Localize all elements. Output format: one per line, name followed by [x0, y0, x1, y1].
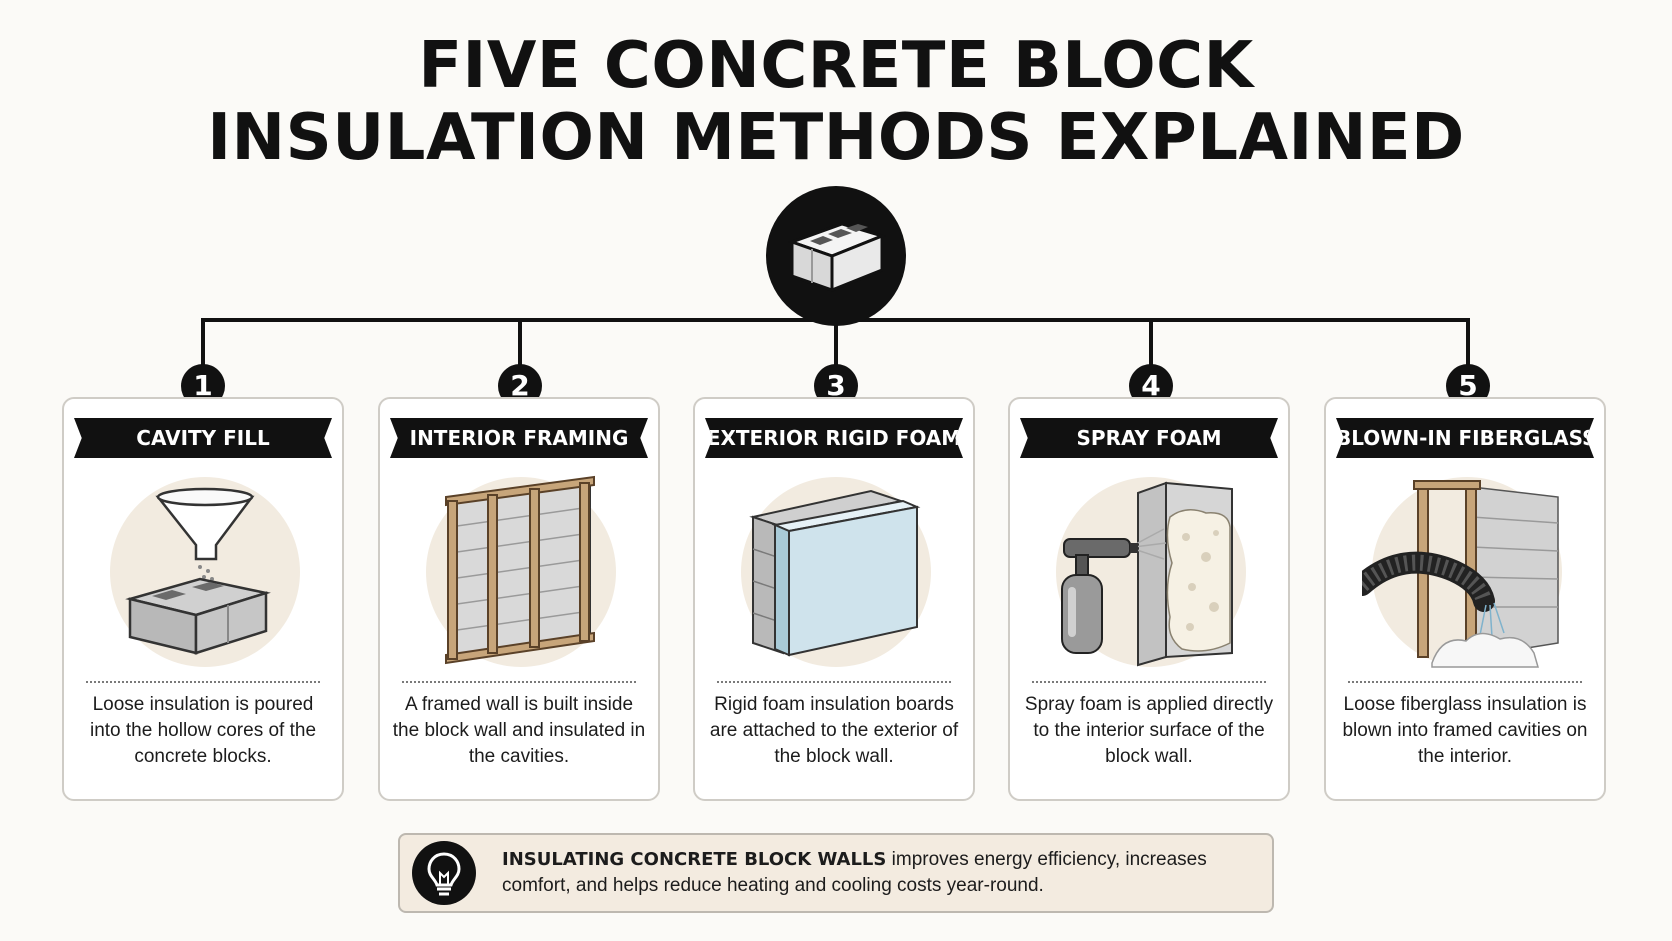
method-card-exterior-rigid-foam: EXTERIOR RIGID FOAM Rigid foam insulatio…: [693, 397, 975, 801]
method-title: INTERIOR FRAMING: [390, 418, 648, 458]
method-card-cavity-fill: CAVITY FILL Loose insulation is poured i…: [62, 397, 344, 801]
title-line-1: FIVE CONCRETE BLOCK: [418, 29, 1254, 103]
rigid-foam-board-icon: [741, 477, 931, 667]
concrete-block-icon: [766, 186, 906, 326]
method-description: Spray foam is applied directly to the in…: [1024, 694, 1274, 767]
summary-callout: INSULATING CONCRETE BLOCK WALLS improves…: [398, 833, 1274, 913]
funnel-pouring-into-block-icon: [110, 477, 300, 667]
callout-text: INSULATING CONCRETE BLOCK WALLS improves…: [502, 847, 1262, 899]
divider: [1348, 681, 1582, 683]
method-description: Loose insulation is poured into the holl…: [89, 694, 317, 767]
method-title: EXTERIOR RIGID FOAM: [705, 418, 963, 458]
divider: [402, 681, 636, 683]
divider: [1032, 681, 1266, 683]
method-card-blown-in-fiberglass: BLOWN-IN FIBERGLASS Loose fiberglass ins…: [1324, 397, 1606, 801]
divider: [86, 681, 320, 683]
spray-foam-gun-icon: [1056, 477, 1246, 667]
framed-wall-icon: [426, 475, 616, 667]
method-card-interior-framing: INTERIOR FRAMING A framed wall is built …: [378, 397, 660, 801]
method-description: Rigid foam insulation boards are attache…: [709, 694, 959, 767]
callout-bold: INSULATING CONCRETE BLOCK WALLS: [502, 849, 887, 870]
divider: [717, 681, 951, 683]
title-line-2: INSULATION METHODS EXPLAINED: [207, 101, 1465, 175]
method-title: BLOWN-IN FIBERGLASS: [1336, 418, 1594, 458]
method-title: CAVITY FILL: [74, 418, 332, 458]
blowing-hose-icon: [1362, 477, 1562, 668]
lightbulb-icon: [412, 841, 476, 905]
method-description: Loose fiberglass insulation is blown int…: [1342, 694, 1588, 767]
method-description: A framed wall is built inside the block …: [392, 694, 646, 767]
callout-body: improves energy efficiency, increases co…: [502, 849, 1207, 896]
method-title: SPRAY FOAM: [1020, 418, 1278, 458]
method-card-spray-foam: SPRAY FOAM Spray foam is applied directl…: [1008, 397, 1290, 801]
